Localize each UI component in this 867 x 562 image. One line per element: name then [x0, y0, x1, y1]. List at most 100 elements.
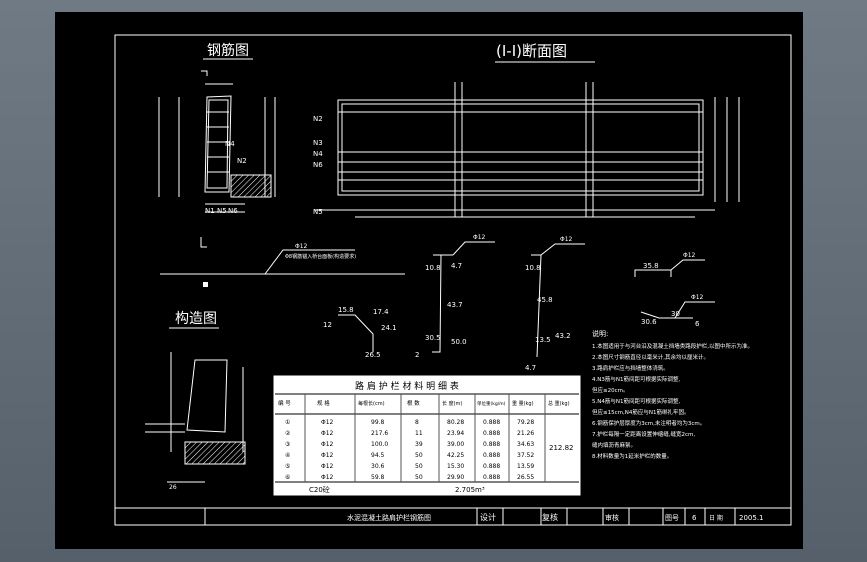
svg-text:79.28: 79.28: [517, 419, 534, 426]
tb-review: 复核: [542, 512, 558, 522]
dim-d3: 30: [671, 310, 680, 318]
dim-d17: 2: [415, 351, 419, 359]
svg-text:39.00: 39.00: [447, 441, 464, 448]
label-n2: N2: [313, 115, 323, 123]
note-line: 3.路肩护栏应与挡墙整体浇筑。: [592, 364, 669, 372]
svg-text:Φ12: Φ12: [321, 452, 334, 459]
svg-text:①: ①: [285, 419, 290, 426]
note-line: 6.钢筋保护层厚度为3cm,未注明者均为3cm。: [592, 419, 705, 427]
svg-text:15.30: 15.30: [447, 463, 464, 470]
svg-text:Φ12: Φ12: [321, 474, 334, 481]
tb-approve: 审核: [605, 513, 619, 522]
svg-text:⑥: ⑥: [285, 474, 290, 481]
th-unit-weight: 单位重(kg/m): [477, 400, 506, 407]
bar-shape-4: 15.8 17.4 24.1 26.5 12: [323, 306, 397, 359]
dim-d16: 26.5: [365, 351, 381, 359]
svg-text:100.0: 100.0: [371, 441, 388, 448]
svg-text:13.59: 13.59: [517, 463, 534, 470]
dim-d18: 12: [323, 321, 332, 329]
bar-shape-3: 35.8 Φ12 30.6 30 6 Φ12: [634, 252, 715, 328]
svg-text:80.28: 80.28: [447, 419, 464, 426]
svg-text:Φ12: Φ12: [321, 419, 334, 426]
label-n5: N5: [313, 208, 323, 216]
structure-drawing-title: 构造图: [175, 311, 217, 327]
title-block: 水泥混凝土路肩护栏钢筋图 设计 复核 审核 图号 6 日 期 2005.1: [114, 507, 792, 526]
tb-drawing-no-label: 图号: [665, 514, 679, 522]
callout-3: Φ12: [683, 252, 696, 259]
label-n5-left: N5: [217, 207, 227, 215]
svg-text:0.888: 0.888: [483, 463, 500, 470]
rebar-drawing-title: 钢筋图: [207, 42, 249, 59]
svg-text:0.888: 0.888: [483, 441, 500, 448]
svg-text:21.26: 21.26: [517, 430, 534, 437]
label-n6: N6: [313, 161, 323, 169]
svg-text:11: 11: [415, 430, 423, 437]
dim-d4: 6: [695, 320, 700, 328]
svg-text:50: 50: [415, 463, 423, 470]
th-no: 编 号: [278, 399, 291, 407]
dim-d6: 4.7: [451, 262, 462, 270]
label-n6-left: N6: [228, 207, 238, 215]
svg-text:26.55: 26.55: [517, 474, 534, 481]
tb-date-label: 日 期: [709, 514, 723, 522]
note-line: 8.材料数量为1延米护栏的数量。: [592, 452, 672, 460]
dim-d1: 35.8: [643, 262, 659, 270]
svg-text:99.8: 99.8: [371, 419, 385, 426]
svg-text:29.90: 29.90: [447, 474, 464, 481]
callout-1: Φ12: [473, 234, 486, 241]
material-table: 路 肩 护 栏 材 料 明 细 表 编 号 规 格 每根长(cm) 根 数 长 …: [272, 374, 582, 497]
callout-anchor: Φ12: [295, 243, 308, 250]
note-line: 1.本图适用于与河台沿及混凝土挡墙类路段护栏,以图中所示为准。: [592, 342, 753, 350]
tb-drawing-no: 6: [692, 514, 697, 522]
bar-shape-2: 10.8 45.8 13.5 43.2 4.7 Φ12: [525, 236, 585, 372]
dim-d7: 43.7: [447, 301, 463, 309]
svg-text:②: ②: [285, 430, 291, 437]
dim-d13: 15.8: [338, 306, 354, 314]
drawing-sheet: 钢筋图 N4 N2 N1 N5 N6 (Ⅰ-Ⅰ)断面图: [55, 12, 803, 549]
th-weight: 重 量(kg): [512, 400, 534, 407]
tb-design: 设计: [480, 512, 496, 522]
th-count: 根 数: [407, 399, 420, 407]
svg-text:217.6: 217.6: [371, 430, 388, 437]
section-drawing-title: (Ⅰ-Ⅰ)断面图: [496, 42, 567, 60]
table-total: 212.82: [549, 444, 574, 452]
label-n3: N3: [313, 139, 323, 147]
dim-d22: 26: [169, 484, 177, 491]
bar-shape-1: 10.8 4.7 43.7 30.5 50.0 2 Φ12: [415, 234, 495, 359]
cad-drawing: 钢筋图 N4 N2 N1 N5 N6 (Ⅰ-Ⅰ)断面图: [114, 34, 792, 526]
dim-d2: 30.6: [641, 318, 657, 326]
note-line: 7.护栏每隔一定距离设置伸缩缝,缝宽2cm,: [592, 430, 695, 438]
drawing-name: 水泥混凝土路肩护栏钢筋图: [347, 513, 431, 522]
dim-d12: 43.2: [555, 332, 571, 340]
th-length-each: 每根长(cm): [358, 400, 385, 407]
svg-text:0.888: 0.888: [483, 430, 500, 437]
table-row: ② Φ12 217.6 11 23.94 0.888 21.26: [285, 430, 534, 437]
svg-text:④: ④: [285, 452, 290, 459]
anchor-note: Φ8钢筋锚入桥台面板(构造要求): [285, 253, 356, 260]
dim-d5: 10.8: [425, 264, 441, 272]
label-n2-left: N2: [237, 157, 247, 165]
svg-text:0.888: 0.888: [483, 452, 500, 459]
svg-text:23.94: 23.94: [447, 430, 464, 437]
table-footer-value: 2.705m³: [455, 486, 485, 494]
dim-d11: 13.5: [535, 336, 551, 344]
note-line: 2.本图尺寸钢筋直径以毫米计,其余均以厘米计。: [592, 353, 709, 361]
tb-date: 2005.1: [739, 514, 764, 522]
table-title: 路 肩 护 栏 材 料 明 细 表: [355, 380, 459, 392]
th-length: 长 度(m): [442, 400, 462, 407]
svg-text:0.888: 0.888: [483, 419, 500, 426]
svg-text:94.5: 94.5: [371, 452, 385, 459]
svg-text:Φ12: Φ12: [321, 430, 334, 437]
label-n4: N4: [225, 140, 235, 148]
svg-text:⑤: ⑤: [285, 463, 290, 470]
svg-text:59.8: 59.8: [371, 474, 385, 481]
note-line: 5.N4筋与N1筋间距可根据实际调整,: [592, 397, 680, 405]
dim-d15: 24.1: [381, 324, 397, 332]
structure-view: 26: [145, 352, 246, 491]
